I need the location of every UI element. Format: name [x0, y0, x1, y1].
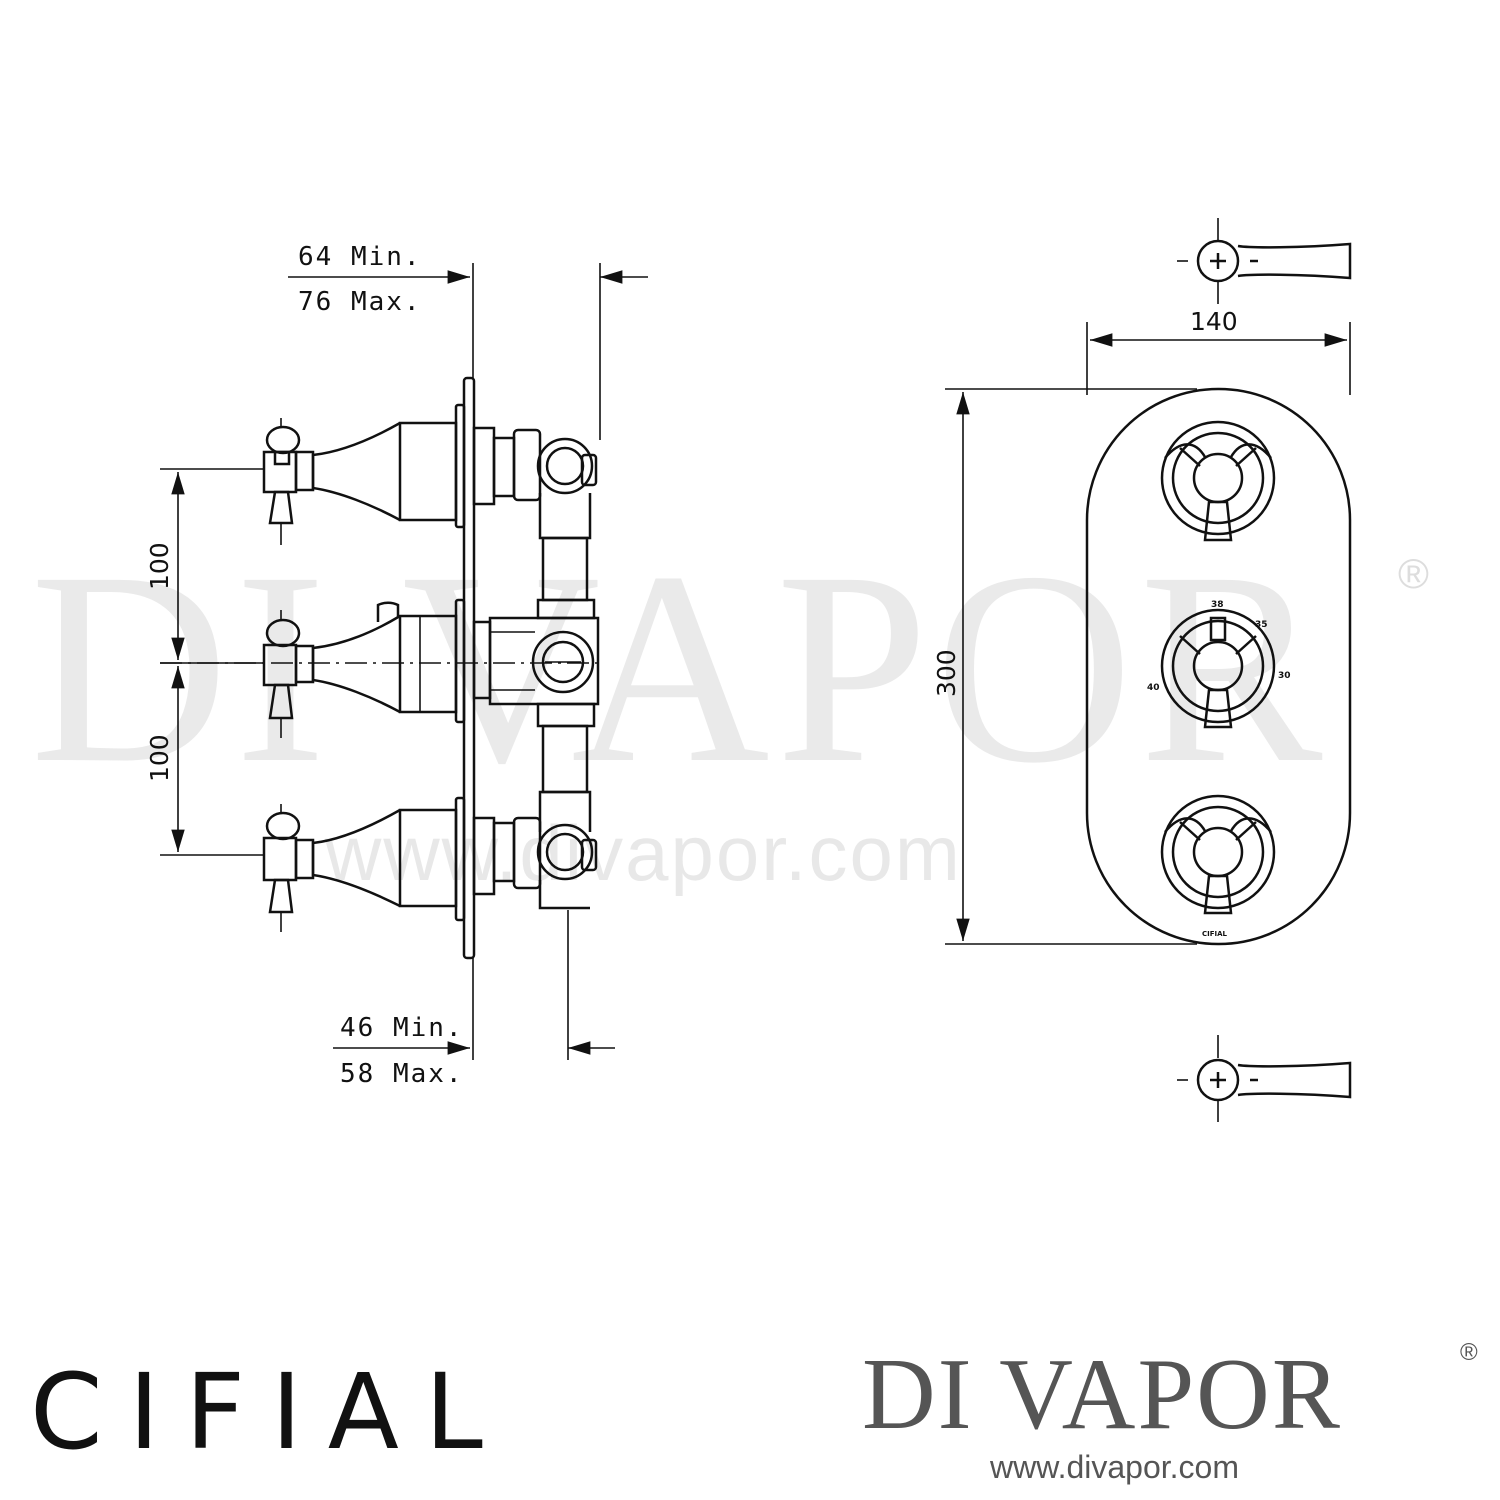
dim-spacing-lower: 100: [145, 734, 174, 782]
rear-piping: [488, 428, 600, 910]
brand-divapor: DI VAPOR ® www.divapor.com: [862, 1338, 1478, 1485]
temp-mark-38: 38: [1211, 600, 1224, 610]
cifial-logo: CIFIAL: [30, 1351, 509, 1473]
dimension-depth: 64 Min. 76 Max.: [288, 242, 648, 440]
front-view: 140 300: [932, 218, 1352, 1122]
front-handle-top: [1160, 420, 1276, 542]
temp-mark-40: 40: [1147, 683, 1160, 693]
dim-plate-height: 300: [932, 649, 961, 697]
watermark-registered: ®: [1398, 550, 1429, 597]
side-view: 64 Min. 76 Max. 46 Min. 58 Max. 100 100: [145, 242, 648, 1089]
divapor-registered: ®: [1460, 1339, 1478, 1366]
handle-symbol-top: [1177, 218, 1352, 304]
watermark-url: www.divapor.com: [324, 809, 962, 897]
cover-plate: [1085, 387, 1352, 946]
dim-depth-max: 76 Max.: [298, 287, 422, 317]
divapor-logo: DI VAPOR: [862, 1338, 1342, 1451]
valve-middle: [262, 601, 458, 738]
temp-mark-30: 30: [1278, 671, 1291, 681]
front-handle-bottom: CIFIAL: [1160, 794, 1276, 938]
dim-spacing-upper: 100: [145, 542, 174, 590]
handle-symbol-bottom: [1177, 1035, 1352, 1122]
watermark-name: DI VAPOR: [30, 516, 1329, 820]
valve-bottom: [262, 804, 458, 932]
watermark: DI VAPOR ® www.divapor.com: [30, 516, 1429, 897]
plate-marking: CIFIAL: [1202, 930, 1228, 938]
valve-top: [262, 418, 458, 545]
brand-cifial: CIFIAL: [30, 1351, 509, 1473]
dim-depth-min: 64 Min.: [298, 242, 422, 272]
dimension-height: 300: [932, 388, 1197, 945]
front-thermostat: 38 35 40 30: [1147, 600, 1291, 729]
dim-recess-min: 46 Min.: [340, 1013, 464, 1043]
dimension-width: 140: [1086, 307, 1351, 395]
temp-mark-35: 35: [1255, 620, 1268, 630]
dim-plate-width: 140: [1190, 307, 1238, 336]
dim-recess-max: 58 Max.: [340, 1059, 464, 1089]
divapor-url: www.divapor.com: [989, 1449, 1239, 1485]
dimension-recess: 46 Min. 58 Max.: [333, 910, 615, 1089]
